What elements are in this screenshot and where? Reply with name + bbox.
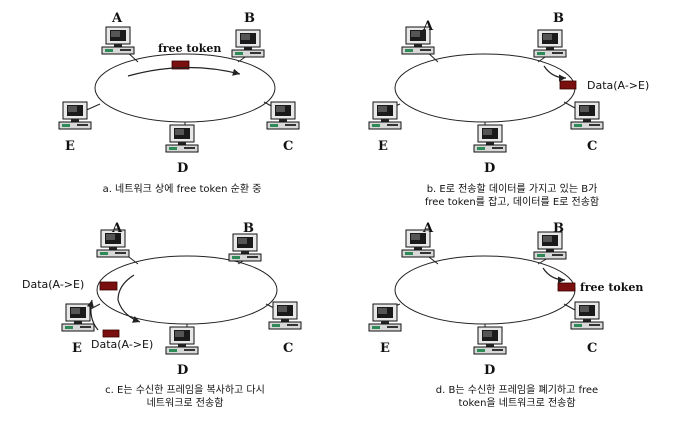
panel-d: A B C D E free token d. B는 수신한 프레임을 폐기하고… (368, 221, 643, 409)
computer-icon (58, 101, 92, 130)
ring-arrow (117, 274, 141, 323)
token (557, 282, 576, 292)
token-label-top: Data(A->E) (22, 278, 84, 291)
computer-icon (231, 29, 265, 58)
computer-icon (101, 26, 135, 55)
panel-b: A B C D E Data(A->E) b. E로 전송할 데이터를 가지고 … (368, 11, 649, 208)
caption-c-line2: 네트워크로 전송함 (147, 396, 224, 409)
transmit-arrow (543, 65, 567, 82)
caption-b-line1: b. E로 전송할 데이터를 가지고 있는 B가 (427, 183, 598, 195)
node-label-d: D (484, 363, 495, 378)
node-label-b: B (553, 11, 564, 26)
node-label-a: A (422, 221, 434, 236)
token-bottom (102, 329, 120, 338)
computer-icon (165, 326, 199, 355)
node-label-e: E (380, 341, 390, 356)
node-label-a: A (111, 221, 123, 236)
node-label-b: B (243, 221, 254, 236)
computer-icon (268, 301, 302, 330)
node-label-c: C (587, 341, 597, 356)
node-label-c: C (283, 139, 293, 154)
forward-arrow (86, 299, 99, 331)
ring (96, 255, 278, 325)
caption-c-line1: c. E는 수신한 프레임을 복사하고 다시 (105, 383, 265, 396)
node-label-e: E (65, 139, 75, 154)
computer-icon (473, 326, 507, 355)
token-label-bottom: Data(A->E) (91, 338, 153, 351)
computer-icon (228, 233, 262, 262)
node-label-a: A (422, 19, 434, 34)
node-label-c: C (587, 139, 597, 154)
panel-c: A B C D E Data(A->E) Data(A->E) c. E는 수신… (22, 221, 302, 409)
ring (394, 255, 576, 325)
token (171, 60, 190, 70)
computer-icon (533, 231, 567, 260)
caption-d-line1: d. B는 수신한 프레임을 폐기하고 free (436, 383, 598, 396)
node-label-c: C (283, 341, 293, 356)
node-label-e: E (378, 139, 388, 154)
computer-icon (570, 101, 604, 130)
computer-icon (473, 124, 507, 153)
token-label: free token (158, 42, 221, 55)
node-label-a: A (111, 11, 123, 26)
token-label: Data(A->E) (587, 79, 649, 92)
computer-icon (368, 101, 402, 130)
circulation-arrow (127, 66, 241, 77)
caption-d-line2: token을 네트워크로 전송함 (458, 396, 575, 409)
transmit-arrow (542, 267, 566, 284)
computer-icon (61, 303, 95, 332)
node-label-d: D (177, 363, 188, 378)
node-label-b: B (553, 221, 564, 236)
node-label-b: B (244, 11, 255, 26)
token-top (99, 281, 118, 291)
caption-b-line2: free token를 잡고, 데이터를 E로 전송함 (425, 196, 599, 208)
caption-a: a. 네트워크 상에 free token 순환 중 (103, 182, 262, 195)
node-label-d: D (484, 161, 495, 176)
computer-icon (570, 301, 604, 330)
token (559, 80, 577, 90)
token-label: free token (580, 281, 643, 294)
computer-icon (368, 303, 402, 332)
panel-a: A B C D E free token a. 네트워크 상에 free tok… (58, 11, 300, 195)
node-label-e: E (72, 341, 82, 356)
computer-icon (533, 29, 567, 58)
ring (394, 53, 576, 123)
node-label-d: D (177, 161, 188, 176)
computer-icon (165, 124, 199, 153)
computer-icon (266, 101, 300, 130)
